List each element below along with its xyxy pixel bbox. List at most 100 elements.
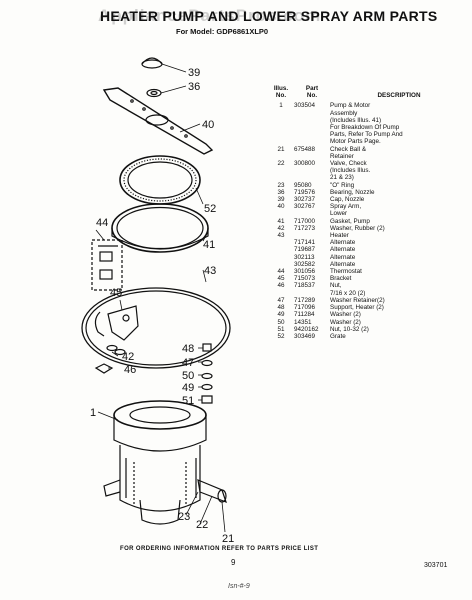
check-valve-part	[197, 479, 227, 504]
page-number: 9	[231, 558, 236, 567]
part-number-cell: 715073	[294, 275, 316, 283]
part-number-cell: 302767	[294, 203, 316, 211]
part-number-cell: 300800	[294, 160, 316, 168]
table-row: 51 9420162 Nut, 10-32 (2)	[268, 326, 468, 333]
part-number-cell	[294, 232, 330, 239]
callout-51: 51	[182, 395, 194, 407]
thermostat-part	[91, 239, 123, 291]
description-cell: Alternate	[330, 239, 356, 247]
parts-table-header: Illus. No. Part No. DESCRIPTION	[268, 85, 468, 99]
description-cell: Alternate	[330, 260, 356, 268]
illus-cell	[268, 246, 294, 253]
callout-41: 41	[203, 239, 215, 251]
description-cell: Alternate	[330, 246, 356, 254]
pump-gasket-part	[111, 203, 209, 253]
description-cell: Bracket	[330, 275, 352, 283]
callout-48: 48	[182, 343, 194, 355]
grate-part	[119, 155, 201, 205]
part-number-cell: 717289	[294, 296, 316, 304]
table-row: 302582 Alternate	[268, 261, 468, 268]
part-number-cell: 719576	[294, 188, 316, 196]
handwritten-note: Isn-#-9	[228, 583, 250, 590]
callout-42: 42	[122, 351, 134, 363]
illus-cell	[268, 261, 294, 268]
callout-21: 21	[222, 533, 234, 545]
illus-cell: 49	[277, 311, 285, 319]
description-cell: Pump & Motor Assembly (Includes Illus. 4…	[330, 102, 403, 146]
illus-cell: 21	[277, 145, 285, 153]
part-number-cell: 719687	[294, 246, 316, 254]
spray-arm-part	[102, 87, 214, 155]
table-row: 21 675488 Check Ball & Retainer	[268, 146, 468, 160]
part-number-cell: 675488	[294, 145, 316, 153]
ordering-note: FOR ORDERING INFORMATION REFER TO PARTS …	[120, 546, 319, 552]
part-number-cell: 717096	[294, 304, 316, 312]
description-cell: Nut, 7/16 x 20 (2)	[330, 282, 366, 297]
illus-cell: 1	[279, 102, 283, 110]
description-column-header: DESCRIPTION	[377, 92, 421, 99]
illus-cell: 46	[277, 282, 285, 290]
description-cell: Alternate	[330, 253, 356, 261]
callout-40: 40	[202, 119, 214, 131]
description-cell: Valve, Check (Includes Illus. 21 & 23)	[330, 160, 371, 182]
illus-cell: 43	[277, 232, 285, 240]
description-cell: Spray Arm, Lower	[330, 203, 362, 218]
callout-23: 23	[178, 511, 190, 523]
illus-cell: 51	[277, 325, 285, 333]
illus-cell: 44	[277, 268, 285, 276]
callout-50: 50	[182, 370, 194, 382]
description-cell: Washer Retainer(2)	[330, 296, 385, 304]
description-cell: Washer (2)	[330, 318, 361, 326]
model-number: For Model: GDP6861XLP0	[176, 27, 269, 36]
part-number-cell: 717141	[294, 239, 316, 247]
illus-cell: 50	[277, 318, 285, 326]
description-cell: "O" Ring	[330, 181, 355, 189]
callout-39: 39	[188, 67, 200, 79]
table-row: 40 302767 Spray Arm, Lower	[268, 203, 468, 217]
callout-47: 47	[182, 357, 194, 369]
part-number-cell: 95080	[294, 181, 312, 189]
part-column-header: Part No.	[305, 85, 319, 100]
table-row: 717141 Alternate	[268, 239, 468, 246]
illus-cell: 42	[277, 224, 285, 232]
nozzle-bearing-part	[146, 88, 162, 98]
description-cell: Thermostat	[330, 268, 362, 276]
description-cell: Gasket, Pump	[330, 217, 370, 225]
callout-49: 49	[182, 382, 194, 394]
callout-1: 1	[90, 407, 96, 419]
description-cell: Check Ball & Retainer	[330, 145, 367, 160]
part-number-cell: 302582	[294, 260, 316, 268]
part-number-cell: 303469	[294, 332, 316, 340]
illus-cell: 52	[277, 332, 285, 340]
page-title: HEATER PUMP AND LOWER SPRAY ARM PARTS	[100, 8, 438, 24]
description-cell: Nut, 10-32 (2)	[330, 325, 369, 333]
callout-45: 45	[110, 287, 122, 299]
document-number: 303701	[424, 562, 448, 569]
part-number-cell: 9420162	[294, 325, 319, 333]
illus-column-header: Illus. No.	[273, 85, 289, 100]
table-row: 47 717289 Washer Retainer(2)	[268, 297, 468, 304]
illus-cell: 36	[277, 188, 285, 196]
illus-cell: 47	[277, 296, 285, 304]
callout-52: 52	[204, 203, 216, 215]
description-cell: Cap, Nozzle	[330, 196, 365, 204]
nut-part	[94, 363, 114, 374]
illus-cell: 40	[277, 203, 285, 211]
part-number-cell: 711284	[294, 311, 315, 319]
description-cell: Washer (2)	[330, 311, 361, 319]
table-row: 49 711284 Washer (2)	[268, 311, 468, 318]
